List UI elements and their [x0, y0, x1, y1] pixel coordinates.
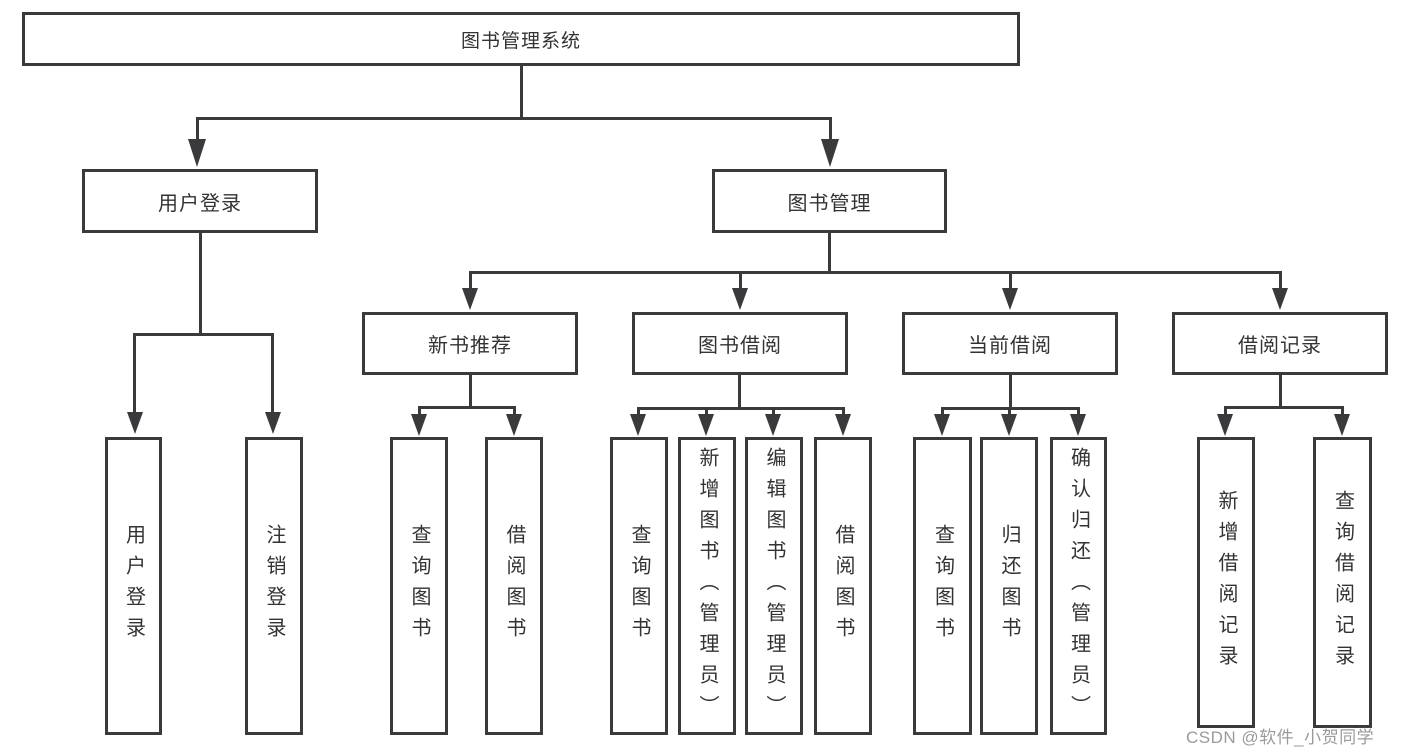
- leaf-records-add-label: 新增借阅记录: [1215, 489, 1237, 676]
- arrow-leaf-logout: [265, 412, 281, 434]
- leaf-borrow-edit-books: 编辑图书（管理员）: [745, 437, 803, 735]
- connector-user-stem: [199, 231, 202, 336]
- connector-user-c1-stem: [133, 333, 136, 413]
- connector-rec-rail: [418, 406, 516, 409]
- connector-l3-c3-stem: [1009, 271, 1012, 288]
- leaf-current-query-books: 查询图书: [913, 437, 972, 735]
- connector-records-stem: [1279, 373, 1282, 408]
- connector-borrow-rail: [637, 407, 845, 410]
- arrow-leaf-user-login: [127, 412, 143, 434]
- arrow-borrow-borrow: [835, 414, 851, 436]
- arrow-new-book-rec: [462, 288, 478, 310]
- node-current-borrow: 当前借阅: [902, 312, 1118, 375]
- connector-current-stem: [1009, 373, 1012, 409]
- leaf-records-query-label: 查询借阅记录: [1331, 489, 1354, 676]
- leaf-borrow-add-books-label: 新增图书（管理员）: [696, 446, 718, 726]
- arrow-user-login: [188, 139, 206, 167]
- leaf-records-add: 新增借阅记录: [1197, 437, 1255, 728]
- connector-current-c3-stem: [1077, 407, 1080, 415]
- arrow-records-query: [1334, 414, 1350, 436]
- connector-current-c1-stem: [941, 407, 944, 415]
- connector-l3-c2-stem: [739, 271, 742, 288]
- leaf-logout: 注销登录: [245, 437, 303, 735]
- connector-l3-c4-stem: [1279, 271, 1282, 288]
- connector-borrow-c1-stem: [637, 407, 640, 415]
- connector-borrow-stem: [738, 373, 741, 409]
- leaf-rec-query-books: 查询图书: [390, 437, 448, 735]
- connector-root-stem: [520, 64, 523, 119]
- connector-user-c2-stem: [271, 333, 274, 413]
- node-new-book-rec-label: 新书推荐: [428, 335, 512, 357]
- node-user-login: 用户登录: [82, 169, 318, 233]
- connector-rec-c1-stem: [418, 406, 421, 415]
- node-root-label: 图书管理系统: [460, 30, 581, 52]
- leaf-rec-borrow-books-label: 借阅图书: [503, 524, 525, 648]
- connector-l3-rail: [469, 271, 1282, 274]
- connector-rec-stem: [469, 373, 472, 408]
- connector-borrow-c3-stem: [772, 407, 775, 415]
- leaf-rec-query-books-label: 查询图书: [408, 524, 430, 648]
- connector-records-c1-stem: [1224, 406, 1227, 415]
- leaf-rec-borrow-books: 借阅图书: [485, 437, 543, 735]
- node-book-mgmt: 图书管理: [712, 169, 947, 233]
- connector-user-rail: [133, 333, 274, 336]
- node-book-mgmt-label: 图书管理: [787, 192, 872, 215]
- leaf-user-login: 用户登录: [105, 437, 162, 735]
- leaf-logout-label: 注销登录: [263, 524, 285, 648]
- leaf-borrow-query-books: 查询图书: [610, 437, 668, 735]
- leaf-borrow-borrow-books: 借阅图书: [814, 437, 872, 735]
- arrow-rec-query: [411, 414, 427, 436]
- node-borrow-records: 借阅记录: [1172, 312, 1388, 375]
- csdn-watermark: CSDN @软件_小贺同学: [1186, 728, 1375, 747]
- arrow-current-return: [1001, 414, 1017, 436]
- node-current-borrow-label: 当前借阅: [968, 335, 1052, 357]
- leaf-current-return-books-label: 归还图书: [998, 524, 1020, 648]
- leaf-user-login-label: 用户登录: [122, 524, 145, 648]
- connector-borrow-c4-stem: [842, 407, 845, 415]
- arrow-borrow-query: [630, 414, 646, 436]
- leaf-borrow-query-books-label: 查询图书: [628, 524, 650, 648]
- leaf-current-return-books: 归还图书: [980, 437, 1038, 735]
- connector-borrow-c2-stem: [705, 407, 708, 415]
- node-root: 图书管理系统: [22, 12, 1020, 66]
- arrow-current-confirm: [1070, 414, 1086, 436]
- connector-current-c2-stem: [1008, 407, 1011, 415]
- connector-records-rail: [1224, 406, 1343, 409]
- node-borrow-records-label: 借阅记录: [1238, 335, 1322, 357]
- arrow-book-borrow: [732, 288, 748, 310]
- node-book-borrow-label: 图书借阅: [698, 335, 782, 357]
- connector-records-c2-stem: [1341, 406, 1344, 415]
- node-new-book-rec: 新书推荐: [362, 312, 578, 375]
- connector-mgmt-stem: [828, 231, 831, 274]
- connector-l2-right-stem: [829, 117, 832, 141]
- arrow-borrow-add: [698, 414, 714, 436]
- connector-l3-c1-stem: [469, 271, 472, 288]
- arrow-current-borrow: [1002, 288, 1018, 310]
- leaf-records-query: 查询借阅记录: [1313, 437, 1372, 728]
- arrow-borrow-edit: [765, 414, 781, 436]
- leaf-borrow-edit-books-label: 编辑图书（管理员）: [763, 446, 785, 726]
- node-book-borrow: 图书借阅: [632, 312, 848, 375]
- arrow-rec-borrow: [506, 414, 522, 436]
- arrow-borrow-records: [1272, 288, 1288, 310]
- leaf-current-confirm-return: 确认归还（管理员）: [1050, 437, 1107, 735]
- connector-l2-left-stem: [196, 117, 199, 141]
- leaf-current-confirm-return-label: 确认归还（管理员）: [1067, 446, 1090, 726]
- connector-rec-c2-stem: [513, 406, 516, 415]
- leaf-current-query-books-label: 查询图书: [931, 524, 954, 648]
- leaf-borrow-add-books: 新增图书（管理员）: [678, 437, 736, 735]
- arrow-current-query: [934, 414, 950, 436]
- node-user-login-label: 用户登录: [158, 192, 242, 215]
- connector-l2-rail: [196, 117, 832, 120]
- leaf-borrow-borrow-books-label: 借阅图书: [832, 524, 854, 648]
- arrow-records-add: [1217, 414, 1233, 436]
- arrow-book-mgmt: [821, 139, 839, 167]
